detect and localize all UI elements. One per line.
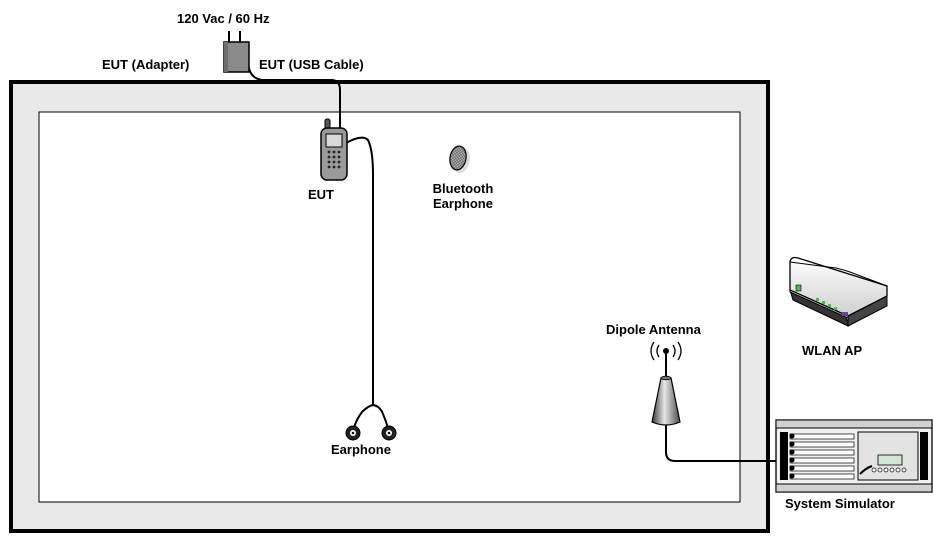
bluetooth-earphone-label-line2: Earphone	[433, 196, 493, 211]
earphone-y-split	[353, 404, 389, 429]
ac-adapter-icon	[223, 31, 250, 73]
wlan-ap-label: WLAN AP	[802, 343, 863, 358]
shielded-room	[9, 80, 770, 533]
system-simulator-label: System Simulator	[785, 496, 895, 511]
eut-label: EUT	[308, 187, 334, 202]
dipole-antenna-icon	[650, 341, 682, 426]
bluetooth-earphone-label: Bluetooth Earphone	[418, 181, 508, 211]
earphone-cable	[345, 136, 374, 405]
antenna-to-simulator-cable	[665, 423, 790, 462]
usb-cable-label: EUT (USB Cable)	[259, 57, 364, 72]
earphone-label: Earphone	[331, 442, 391, 457]
dipole-antenna-label: Dipole Antenna	[606, 322, 701, 337]
power-source-label: 120 Vac / 60 Hz	[177, 11, 270, 26]
wired-earphone-icon	[345, 425, 397, 441]
cables	[247, 59, 790, 462]
system-simulator-icon	[775, 419, 933, 493]
eut-phone-icon	[320, 118, 348, 181]
wlan-ap-router-icon	[789, 256, 888, 327]
bluetooth-earphone-label-line1: Bluetooth	[432, 181, 494, 196]
adapter-label: EUT (Adapter)	[102, 57, 190, 72]
bluetooth-earphone-icon	[449, 145, 471, 173]
